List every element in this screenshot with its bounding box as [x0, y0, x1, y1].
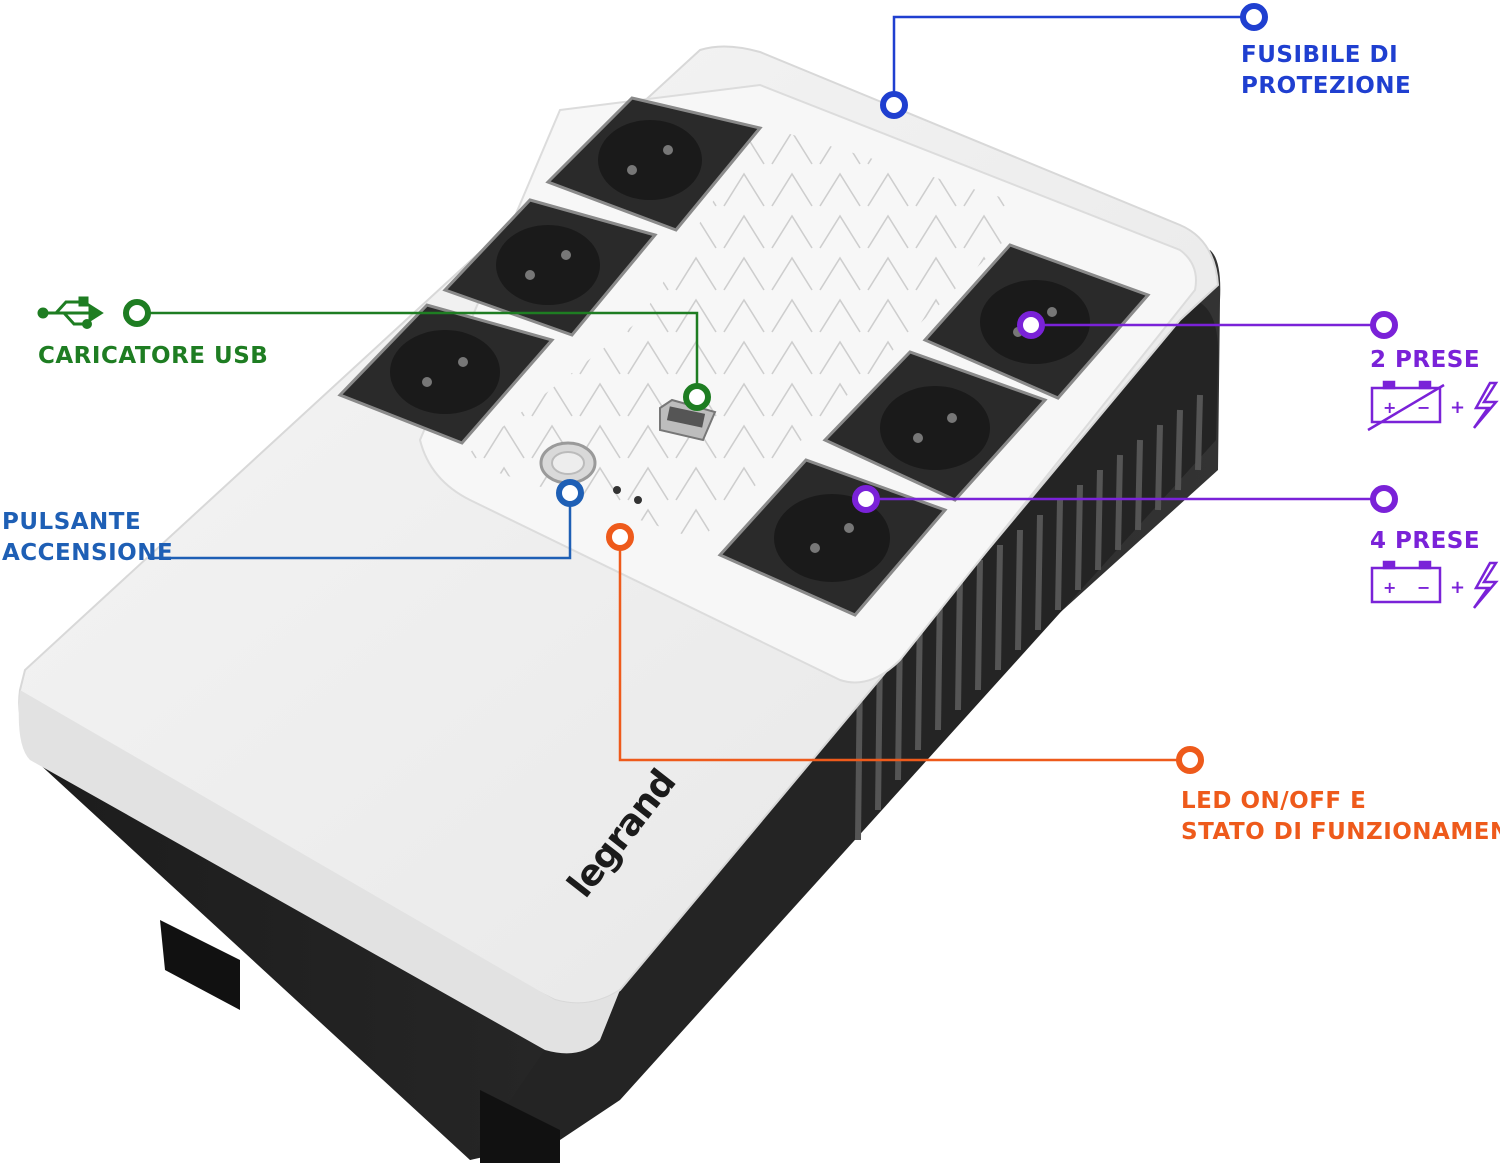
lightning-icon: [1472, 381, 1499, 429]
callout-power: [148, 479, 584, 560]
label-four-outlets: 4 PRESE: [1370, 526, 1480, 557]
label-two-outlets: 2 PRESE: [1370, 345, 1480, 376]
outlets-left-group: [337, 96, 763, 445]
label-fuse-line1: FUSIBILE DI: [1241, 42, 1399, 68]
callout-fuse: [880, 3, 1268, 119]
callout-usb: [37, 296, 711, 411]
callout-four-outlets: [852, 485, 1398, 513]
plus-join-sign: +: [1450, 577, 1465, 598]
label-usb: CARICATORE USB: [38, 341, 268, 372]
label-power-line2: ACCENSIONE: [2, 540, 174, 566]
plus-join-sign: +: [1450, 397, 1465, 418]
battery-plus-sign: +: [1383, 578, 1396, 597]
battery-minus-sign: −: [1417, 578, 1430, 597]
battery-plus-lightning-icon: + − +: [1370, 560, 1499, 609]
label-power-button: PULSANTE ACCENSIONE: [2, 507, 173, 569]
vent-slots: [855, 394, 1203, 841]
outlet: [337, 303, 555, 445]
label-fuse-line2: PROTEZIONE: [1241, 73, 1412, 99]
label-usb-line1: CARICATORE USB: [38, 343, 269, 369]
lightning-icon: [1472, 561, 1499, 609]
foot-left: [160, 920, 240, 1010]
foot-front: [480, 1090, 560, 1163]
label-four-line1: 4 PRESE: [1370, 528, 1481, 554]
battery-minus-sign: −: [1417, 398, 1430, 417]
label-led-line2: STATO DI FUNZIONAMENTO: [1181, 819, 1500, 845]
outlet: [442, 198, 658, 337]
triangle-pattern: [460, 125, 1010, 540]
led-status: [634, 496, 642, 504]
power-button: [539, 441, 597, 485]
label-two-line1: 2 PRESE: [1370, 347, 1481, 373]
label-fuse: FUSIBILE DI PROTEZIONE: [1241, 40, 1411, 102]
outlet: [545, 96, 763, 232]
callout-led: [606, 523, 1204, 774]
outlet: [822, 350, 1048, 502]
usb-icon: [37, 296, 104, 329]
housing-front-face: [18, 690, 620, 1054]
label-led: LED ON/OFF E STATO DI FUNZIONAMENTO: [1181, 786, 1500, 848]
battery-plus-sign: +: [1383, 398, 1396, 417]
led-on: [613, 486, 621, 494]
label-power-line1: PULSANTE: [2, 509, 142, 535]
callout-two-outlets: [1017, 311, 1398, 339]
battery-crossed-plus-lightning-icon: + − +: [1367, 380, 1499, 432]
label-led-line1: LED ON/OFF E: [1181, 788, 1367, 814]
